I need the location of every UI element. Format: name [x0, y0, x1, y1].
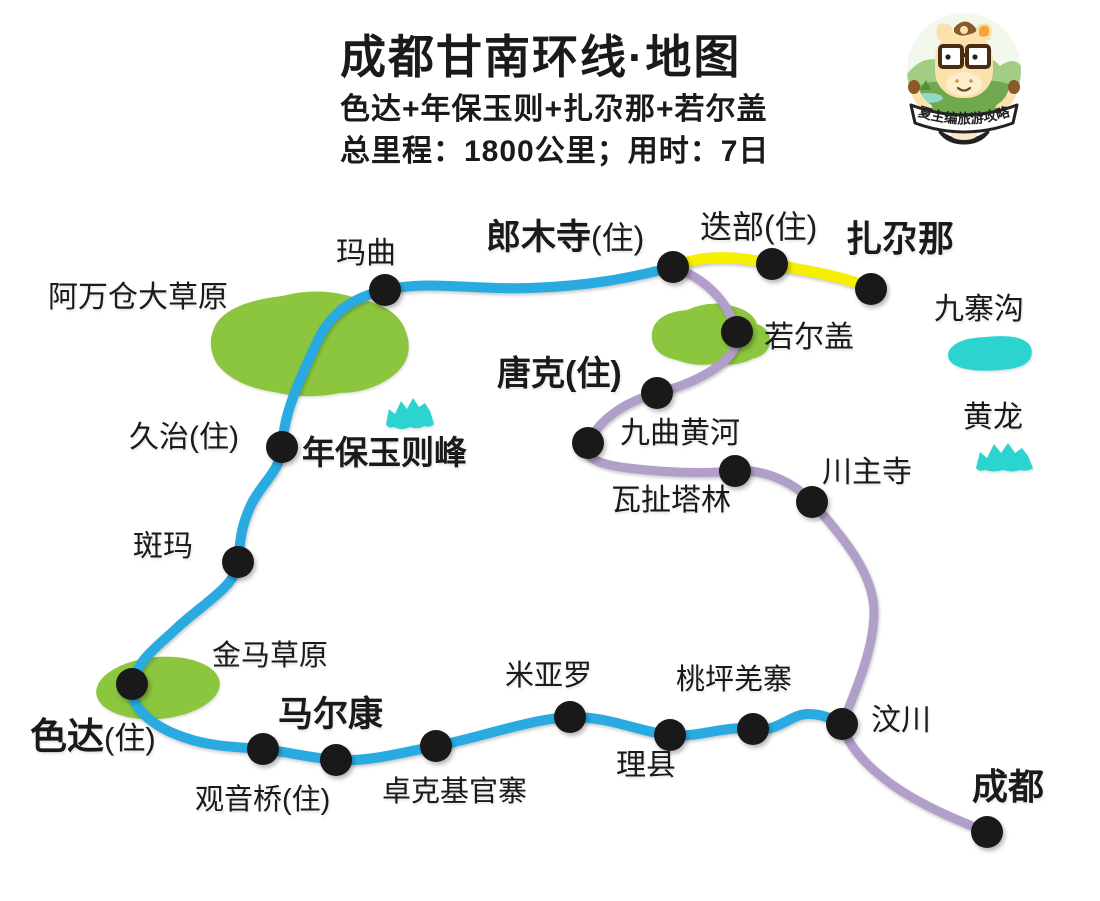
place-label-ruoergai: 若尔盖 [764, 321, 854, 354]
grassland-awancang-blob [210, 291, 409, 397]
stop-dot-jiuqu-yellow-river [572, 427, 604, 459]
mountain-huanglong-icon [976, 443, 1033, 472]
stop-dot-chengdu [971, 816, 1003, 848]
place-label-taoping: 桃坪羌寨 [676, 664, 793, 696]
place-label-jiuqu-yellow-river: 九曲黄河 [620, 417, 740, 450]
place-label-banma: 斑玛 [133, 530, 193, 563]
stop-dot-diebu [756, 248, 788, 280]
stop-dot-wache-talin [719, 455, 751, 487]
place-label-seda: 色达(住) [30, 716, 156, 757]
place-label-nianbaoyuze-peak: 年保玉则峰 [302, 434, 467, 471]
stop-dot-zhuokeji [420, 730, 452, 762]
stop-dot-maqu [369, 274, 401, 306]
place-label-miyaluo: 米亚罗 [505, 660, 593, 692]
map-header: 成都甘南环线·地图 色达+年保玉则+扎尕那+若尔盖 总里程：1800公里；用时：… [340, 34, 769, 167]
place-label-maerkang: 马尔康 [278, 695, 384, 734]
stop-dot-taoping [737, 713, 769, 745]
place-label-diebu: 迭部(住) [700, 209, 818, 245]
grassland-jinma-blob [96, 656, 220, 720]
place-label-guanyinqiao: 观音桥(住) [195, 784, 331, 816]
horse-mascot-icon: 夏主编旅游攻略 [907, 13, 1021, 145]
stop-dot-banma [222, 546, 254, 578]
place-label-jinma-grassland: 金马草原 [212, 640, 329, 672]
stop-dot-maerkang [320, 744, 352, 776]
stop-dot-zhagana [855, 273, 887, 305]
stop-dot-jiuzhi [266, 431, 298, 463]
logo-badge: 夏主编旅游攻略 [907, 13, 1021, 145]
route-highlights: 色达+年保玉则+扎尕那+若尔盖 [340, 93, 768, 126]
stop-dot-seda [116, 668, 148, 700]
stop-dot-wenchuan [826, 708, 858, 740]
place-label-zhagana: 扎尕那 [846, 218, 955, 259]
trip-stats: 总里程：1800公里；用时：7日 [340, 135, 770, 168]
place-label-langmusi: 郎木寺(住) [486, 218, 645, 257]
place-label-wenchuan: 汶川 [871, 704, 931, 737]
place-label-awancang-grassland: 阿万仓大草原 [48, 281, 228, 314]
stop-dot-miyaluo [554, 701, 586, 733]
place-label-jiuzhaigou: 九寨沟 [934, 293, 1024, 326]
lake-jiuzhaigou-shape [948, 336, 1032, 371]
place-label-lixian: 理县 [616, 749, 676, 782]
stop-dot-ruoergai [721, 316, 753, 348]
place-label-wache-talin: 瓦扯塔林 [611, 484, 731, 517]
mountain-nianbaoyuze-icon [386, 398, 434, 429]
stop-dot-chuanzhusi [796, 486, 828, 518]
place-label-jiuzhi: 久治(住) [129, 421, 239, 454]
place-label-zhuokeji: 卓克基官寨 [382, 776, 528, 808]
stop-dot-lixian [654, 719, 686, 751]
place-label-huanglong: 黄龙 [963, 401, 1023, 434]
stop-dot-tangke [641, 377, 673, 409]
place-label-maqu: 玛曲 [336, 237, 396, 270]
place-label-chengdu: 成都 [972, 766, 1045, 807]
page-title: 成都甘南环线·地图 [340, 31, 742, 83]
stop-dot-langmusi [657, 251, 689, 283]
place-label-chuanzhusi: 川主寺 [822, 456, 912, 489]
place-label-tangke: 唐克(住) [497, 355, 622, 393]
stop-dot-guanyinqiao [247, 733, 279, 765]
